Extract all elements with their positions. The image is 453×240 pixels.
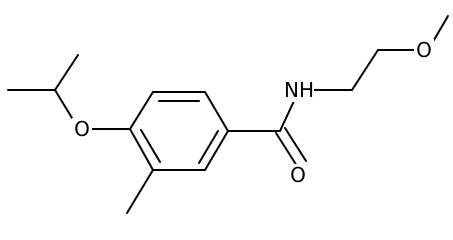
ring-bond-c2-c1 (204, 91, 229, 132)
ring-double-bond-c5-c4 (140, 129, 161, 163)
ring-bond-c4-c3 (129, 91, 154, 130)
ring-bond-c5-c4 (129, 128, 154, 171)
bond-ch2-to-ch2 (351, 49, 379, 91)
benzene-ring (129, 91, 229, 171)
bond-carbonyl-double-b (284, 127, 307, 162)
amide-nitrogen-label: NH (284, 78, 314, 102)
molecule-drawing: O NH O O (7, 15, 449, 214)
carbonyl-oxygen-label: O (290, 163, 306, 187)
isopropyl-group (7, 54, 79, 119)
ring-methyl-group (126, 169, 154, 214)
bond-ring-to-methyl (126, 169, 154, 214)
atom-labels: O NH O O (72, 38, 434, 187)
amide-group (227, 100, 307, 167)
ether-oxygen-label: O (74, 117, 90, 141)
bond-carbonyl-carbon-to-nitrogen (279, 100, 295, 132)
bond-carbonyl-double-a (275, 132, 298, 167)
methoxyethyl-chain (309, 15, 449, 91)
bond-isopropyl-top-methyl (54, 54, 79, 91)
bond-methoxy-oxygen-to-methyl (433, 15, 449, 41)
ring-double-bond-c1-c6 (198, 130, 219, 164)
methoxy-oxygen-label: O (416, 38, 432, 62)
chemical-structure-canvas: O NH O O (7, 15, 449, 214)
ring-bond-c1-c6 (204, 130, 229, 171)
bond-isopropyl-ch-to-oxygen (54, 89, 73, 119)
